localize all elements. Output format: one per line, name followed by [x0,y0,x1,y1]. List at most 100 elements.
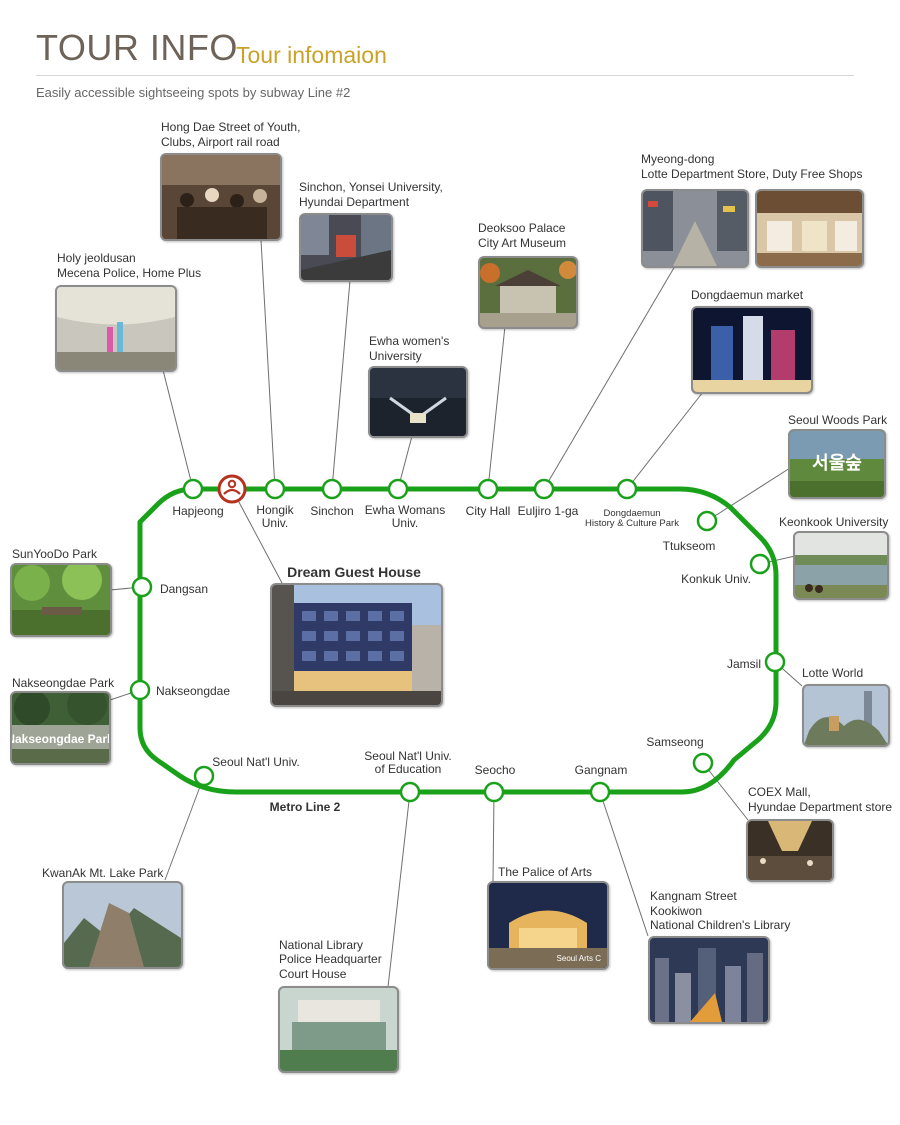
station-label-hongik-line1: Hongik [256,503,294,517]
photo-seoulwoods[interactable]: 서울숲 [788,429,886,499]
spot-label-holy-line1: Holy jeoldusan [57,251,136,265]
spot-label-kangnam-line3: National Children's Library [650,918,790,932]
photo-deoksoo[interactable] [478,256,578,329]
station-marker-hapjeong [182,478,204,500]
spot-label-deoksoo-line2: City Art Museum [478,236,566,250]
station-marker-dangsan [131,576,153,598]
photo-sunyoodo[interactable] [10,563,112,637]
station-label-ewha-line2: Univ. [392,516,418,530]
photo-myeongdong-street[interactable] [641,189,749,268]
connector-kwanak [164,775,205,881]
station-marker-konkuk [749,553,771,575]
station-label-snue-line1: Seoul Nat'l Univ. [364,749,451,763]
photo-palice[interactable]: Seoul Arts C [487,881,609,970]
station-label-hapjeong: Hapjeong [172,504,223,518]
station-label-nakseongdae: Nakseongdae [156,684,230,698]
spot-label-myeongdong-line1: Myeong-dong [641,152,714,166]
spot-label-holy-line2: Mecena Police, Home Plus [57,266,201,280]
spot-label-nakseongdae: Nakseongdae Park [12,676,115,690]
spot-label-library-line1: National Library [279,938,363,952]
connector-holy [162,369,194,490]
connector-myeongdong [543,265,676,490]
photo-dongdaemun[interactable] [691,306,813,394]
photo-keonkook[interactable] [793,531,889,600]
spot-label-hongdae-line1: Hong Dae Street of Youth, [161,120,300,134]
station-label-ewha-line1: Ewha Womans [365,503,445,517]
station-label-ddp-line2: History & Culture Park [585,518,679,529]
palice-sign: Seoul Arts C [557,954,602,963]
nakseongdae-sign: Nakseongdae Park [12,732,109,746]
page-title: TOUR INFO [36,27,238,68]
spot-label-kangnam-line1: Kangnam Street [650,889,737,903]
photo-dream-guest-house[interactable] [270,583,443,707]
photo-myeongdong-store[interactable] [755,189,864,268]
spot-label-library-line3: Court House [279,967,347,981]
connector-kangnam [599,791,649,937]
photo-sinchon[interactable] [299,213,393,282]
station-label-euljiro: Euljiro 1-ga [518,504,579,518]
station-label-seocho: Seocho [475,763,516,777]
station-marker-sinchon [321,478,343,500]
spot-label-seoulwoods: Seoul Woods Park [788,413,888,427]
station-label-jamsil: Jamsil [727,657,761,671]
connector-lines [109,239,803,988]
spot-label-kwanak: KwanAk Mt. Lake Park [42,866,164,880]
page-subtitle: Tour infomaion [236,42,387,68]
station-marker-cityhall [477,478,499,500]
station-label-cityhall: City Hall [466,504,511,518]
connector-hongdae [260,239,276,490]
station-markers [129,478,786,803]
metro-line-2-track [137,486,779,795]
spot-label-ewha-line1: Ewha women's [369,334,449,348]
spot-label-sunyoodo: SunYooDo Park [12,547,98,561]
station-marker-nakseongdae [129,679,151,701]
station-marker-hongik [264,478,286,500]
spot-label-sinchon-line2: Hyundai Department [299,195,410,209]
metro-line-label: Metro Line 2 [270,800,341,814]
connector-palice [492,791,495,883]
spot-label-coex-line2: Hyundae Department store [748,800,892,814]
photo-holy[interactable] [55,285,177,372]
photo-kwanak[interactable] [62,881,183,969]
station-marker-samseong [692,752,714,774]
connector-library [387,791,411,988]
station-marker-jamsil [764,651,786,673]
spot-label-myeongdong-line2: Lotte Department Store, Duty Free Shops [641,167,862,181]
station-label-gangnam: Gangnam [575,763,628,777]
page-description: Easily accessible sightseeing spots by s… [36,85,351,100]
connector-sinchon [331,279,351,490]
spot-label-sinchon-line1: Sinchon, Yonsei University, [299,180,443,194]
station-marker-gangnam [589,781,611,803]
spot-label-ewha-line2: University [369,349,422,363]
station-label-snu: Seoul Nat'l Univ. [212,755,299,769]
station-label-ttukseom: Ttukseom [663,539,716,553]
station-label-ddp-line1: Dongdaemun [603,508,660,519]
station-marker-euljiro [533,478,555,500]
photo-ewha[interactable] [368,366,468,438]
photo-hongdae[interactable] [160,153,282,241]
photo-kangnam[interactable] [648,936,770,1024]
station-marker-ddp [616,478,638,500]
spot-label-hongdae-line2: Clubs, Airport rail road [161,135,280,149]
connector-coex [702,762,749,821]
photo-nakseongdae[interactable]: Nakseongdae Park [10,691,111,765]
station-label-sinchon: Sinchon [310,504,353,518]
station-label-konkuk: Konkuk Univ. [681,572,751,586]
seoulwoods-sign: 서울숲 [812,453,862,474]
hotel-name: Dream Guest House [287,564,421,580]
station-marker-seocho [483,781,505,803]
station-label-dangsan: Dangsan [160,582,208,596]
spot-label-lotteworld: Lotte World [802,666,863,680]
station-label-samseong: Samseong [646,735,703,749]
photo-coex[interactable] [746,819,834,882]
connector-hotel [231,488,283,584]
spot-label-keonkook: Keonkook University [779,515,888,529]
station-marker-snu [193,765,215,787]
photo-library[interactable] [278,986,399,1073]
connector-dongdaemun [626,391,704,490]
photo-lotteworld[interactable] [802,684,890,747]
spot-label-kangnam-line2: Kookiwon [650,904,702,918]
hotel-marker-icon [217,474,247,504]
station-marker-snue [399,781,421,803]
